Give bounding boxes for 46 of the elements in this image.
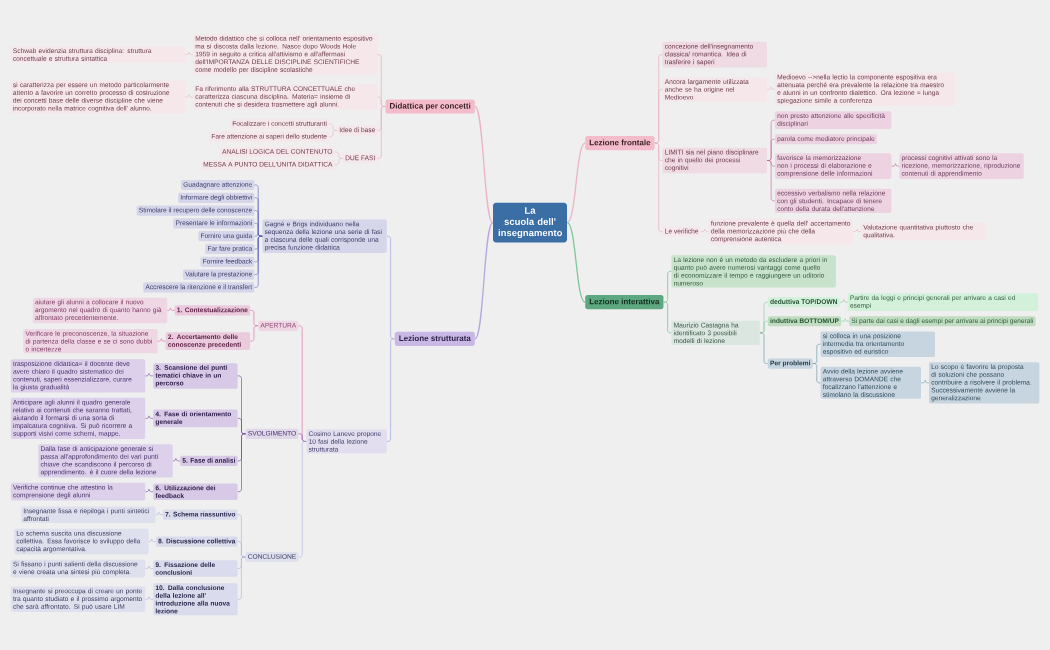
connector-line — [145, 373, 154, 377]
connector-line — [663, 301, 672, 334]
connector-line — [145, 565, 154, 569]
connector-line — [298, 433, 307, 442]
connector-line — [474, 105, 494, 224]
connector-line — [148, 538, 157, 542]
connector-line — [237, 556, 246, 600]
connector-line — [566, 142, 586, 224]
connector-line — [891, 163, 900, 167]
connector-line — [840, 318, 850, 322]
branch-topic-box: Didattica per concetti — [385, 99, 475, 114]
connector-line — [334, 151, 344, 159]
connector-line — [237, 418, 246, 435]
connector-line — [157, 338, 166, 342]
connector-line — [329, 123, 338, 131]
branch-topic-box: Lezione interattiva — [585, 295, 664, 310]
connector-line — [167, 307, 175, 311]
connector-line — [298, 441, 307, 558]
connector-line — [766, 160, 776, 202]
connector-line — [812, 363, 821, 384]
connector-line — [334, 158, 344, 166]
central-topic-box: La scuola dell' insegnamento — [493, 202, 567, 243]
branch-topic-box: Lezione frontale — [585, 136, 655, 151]
connector-line — [172, 458, 181, 462]
connector-line — [377, 106, 386, 159]
connector-line — [474, 222, 494, 340]
connector-line — [386, 338, 395, 442]
connector-line — [329, 130, 338, 138]
connector-line — [566, 222, 586, 303]
connector-line — [237, 541, 246, 558]
connector-line — [839, 299, 848, 303]
connector-line — [759, 332, 768, 364]
connector-line — [654, 142, 663, 233]
connector-line — [386, 235, 395, 340]
connector-line — [145, 488, 154, 492]
connector-line — [377, 96, 386, 107]
connector-line — [249, 325, 259, 342]
connector-line — [155, 511, 163, 515]
connector-line — [654, 88, 663, 144]
connector-line — [237, 433, 246, 492]
connector-line — [145, 415, 154, 419]
connector-line — [812, 343, 821, 364]
connector-line — [254, 233, 263, 237]
connector-line — [254, 235, 263, 288]
connector-line — [663, 270, 672, 303]
connector-line — [920, 380, 930, 384]
